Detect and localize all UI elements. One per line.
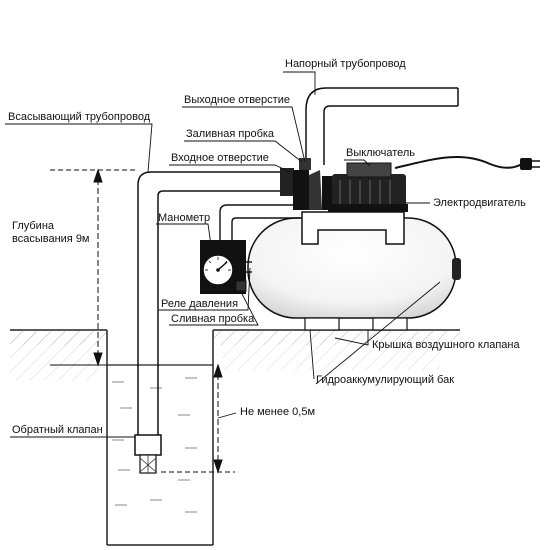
label-drain-plug: Сливная пробка <box>171 313 255 325</box>
label-inlet: Входное отверстие <box>171 152 269 164</box>
label-air-valve-cover: Крышка воздушного клапана <box>372 339 520 351</box>
pump-unit <box>280 158 332 210</box>
label-depth-line1: Глубина <box>12 220 55 232</box>
label-manometer: Манометр <box>158 212 211 224</box>
label-pressure-relay: Реле давления <box>161 298 239 310</box>
label-accumulator: Гидроаккумулирующий бак <box>316 374 455 386</box>
label-depth-line2: всасывания 9м <box>12 233 90 245</box>
depth-dimension <box>50 168 138 367</box>
label-fill-plug: Заливная пробка <box>186 128 275 140</box>
label-min-depth: Не менее 0,5м <box>240 406 316 418</box>
pump-bracket <box>301 211 405 245</box>
suction-pipe <box>137 171 290 435</box>
motor <box>328 162 408 212</box>
label-check-valve: Обратный клапан <box>12 424 103 436</box>
pressure-pipe <box>305 87 459 165</box>
label-motor: Электродвигатель <box>433 197 526 209</box>
label-outlet: Выходное отверстие <box>184 94 290 106</box>
accumulator-tank <box>247 217 461 331</box>
label-switch: Выключатель <box>346 147 416 159</box>
leader-lines <box>5 71 441 438</box>
label-suction-pipe: Всасывающий трубопровод <box>8 111 151 123</box>
manometer-gauge <box>202 254 234 286</box>
drain-plug <box>235 280 247 292</box>
check-valve <box>134 434 162 474</box>
ground <box>10 329 460 380</box>
well-shaft <box>106 330 214 546</box>
label-pressure-pipe: Напорный трубопровод <box>285 58 406 70</box>
min-depth-dimension <box>161 363 235 474</box>
power-cable <box>394 155 540 170</box>
